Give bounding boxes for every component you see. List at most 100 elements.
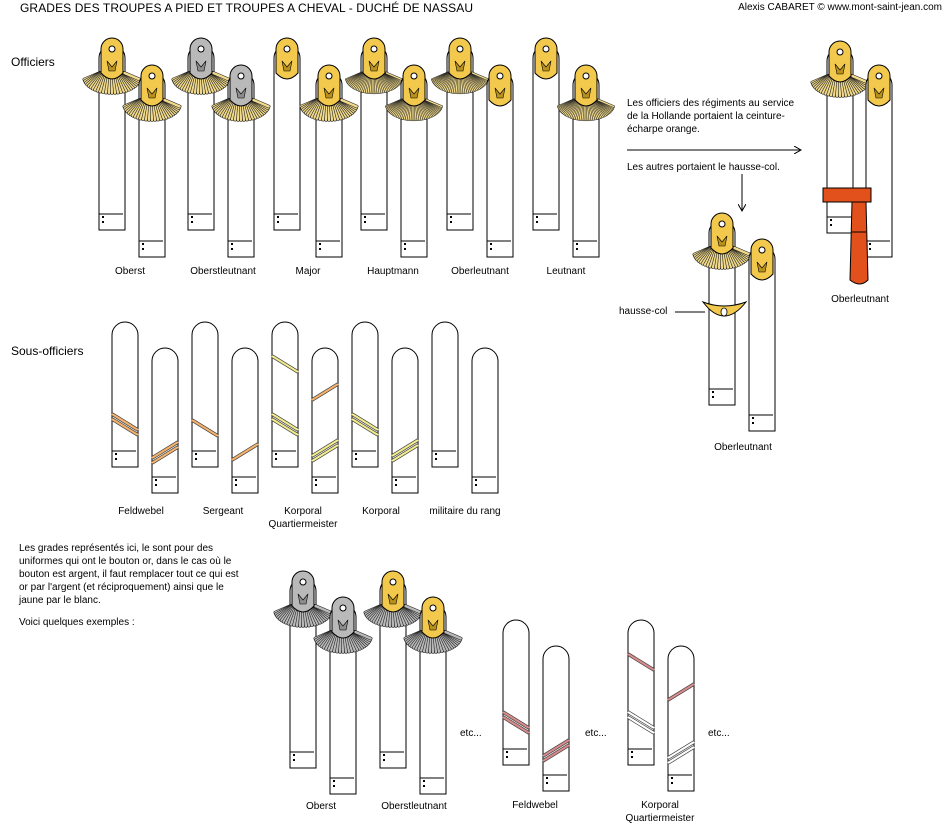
button-hole — [671, 777, 673, 779]
officer-major-right-fringe — [299, 98, 359, 122]
crescent-crown — [195, 60, 207, 72]
etc-2: etc... — [585, 728, 607, 739]
hausse-col — [701, 300, 748, 317]
button-hole — [506, 751, 508, 753]
crescent-crown — [540, 60, 552, 72]
officer-oberstleutnant-right-fringe — [211, 98, 271, 122]
button-hole — [315, 479, 317, 481]
button-hole — [277, 216, 279, 218]
crescent-button — [718, 220, 726, 228]
strap-body — [111, 321, 139, 468]
button-hole — [142, 248, 144, 250]
example-oberst-right-piece — [331, 596, 355, 639]
button-hole — [319, 248, 321, 250]
crescent-plate — [574, 64, 598, 107]
button-hole — [102, 221, 104, 223]
crescent-button — [429, 604, 437, 612]
stripe-ex-korporal-right — [667, 740, 695, 765]
button-hole — [235, 484, 237, 486]
example-feldwebel-left — [502, 619, 530, 766]
officer-oberstleutnant-left-piece — [189, 37, 213, 80]
button-hole — [195, 453, 197, 455]
caption-oberleutnant-sash: Oberleutnant — [831, 294, 889, 305]
crescent-plate — [402, 64, 426, 107]
crescent-crown — [106, 60, 118, 72]
caption-ex-oberstleutnant: Oberstleutnant — [381, 801, 447, 812]
crescent-button — [197, 45, 205, 53]
crescent-crown — [281, 60, 293, 72]
button-hole — [631, 756, 633, 758]
button-hole — [195, 458, 197, 460]
nco-strap-0 — [111, 321, 139, 468]
button-hole — [275, 458, 277, 460]
button-hole — [364, 221, 366, 223]
stripe-ex-korporal-right-top — [667, 682, 695, 702]
button-hole — [536, 221, 538, 223]
strap-body — [667, 645, 695, 792]
button-hole — [435, 458, 437, 460]
officer-hauptmann-right-piece — [402, 64, 426, 107]
button-hole — [395, 484, 397, 486]
stripe-korporal-qm-right — [311, 438, 339, 463]
stripe-ex-feldwebel-left — [502, 710, 530, 735]
crescent-crown — [323, 87, 335, 99]
button-hole — [671, 782, 673, 784]
example-korporal-right — [667, 645, 695, 792]
button-hole — [506, 756, 508, 758]
orange-sash — [822, 187, 872, 285]
crescent-plate — [750, 238, 774, 281]
crescent-crown — [756, 261, 768, 273]
strap-body — [502, 619, 530, 766]
button-hole — [546, 777, 548, 779]
caption-oberleutnant: Oberleutnant — [451, 266, 509, 277]
button-hole — [631, 751, 633, 753]
caption-korporal-qm: Korporal Quartiermeister — [268, 506, 338, 530]
button-hole — [576, 243, 578, 245]
button-hole — [450, 221, 452, 223]
button-hole — [293, 759, 295, 761]
note-grades: Les grades représentés ici, le sont pour… — [19, 543, 239, 606]
button-hole — [155, 484, 157, 486]
crescent-crown — [235, 87, 247, 99]
officer-major-left-piece — [275, 37, 299, 80]
button-hole — [231, 243, 233, 245]
gorget-example-left-fringe — [692, 246, 752, 270]
button-hole — [475, 484, 477, 486]
button-hole — [319, 243, 321, 245]
section-officers: Officiers — [11, 55, 55, 69]
button-hole — [293, 754, 295, 756]
crescent-button — [339, 604, 347, 612]
stripe-sergeant-left — [191, 418, 219, 438]
credit-text[interactable]: Alexis CABARET © www.mont-saint-jean.com — [738, 2, 942, 13]
example-oberst-left-piece — [291, 570, 315, 613]
button-hole — [830, 219, 832, 221]
crescent-crown — [146, 87, 158, 99]
nco-strap-6 — [351, 321, 379, 468]
button-hole — [423, 780, 425, 782]
button-hole — [712, 391, 714, 393]
crescent-plate — [828, 40, 852, 83]
crescent-button — [370, 45, 378, 53]
page-title: GRADES DES TROUPES A PIED ET TROUPES A C… — [20, 1, 474, 15]
example-oberstleutnant-left-piece — [381, 570, 405, 613]
nco-strap-2 — [191, 321, 219, 468]
crescent-crown — [297, 593, 309, 605]
button-hole — [333, 785, 335, 787]
button-hole — [191, 216, 193, 218]
officer-oberst-left-piece — [100, 37, 124, 80]
stripe-ex-korporal-left-top — [627, 652, 655, 672]
caption-militaire: militaire du rang — [429, 506, 501, 517]
crescent-crown — [494, 87, 506, 99]
strap-body — [471, 347, 499, 494]
caption-oberst: Oberst — [114, 266, 145, 277]
crescent-crown — [873, 87, 885, 99]
crescent-plate — [710, 212, 734, 255]
strap-body — [351, 321, 379, 468]
crescent-button — [148, 72, 156, 80]
button-hole — [395, 479, 397, 481]
button-hole — [355, 453, 357, 455]
officer-hauptmann-left-piece — [362, 37, 386, 80]
crescent-button — [283, 45, 291, 53]
crescent-button — [108, 45, 116, 53]
